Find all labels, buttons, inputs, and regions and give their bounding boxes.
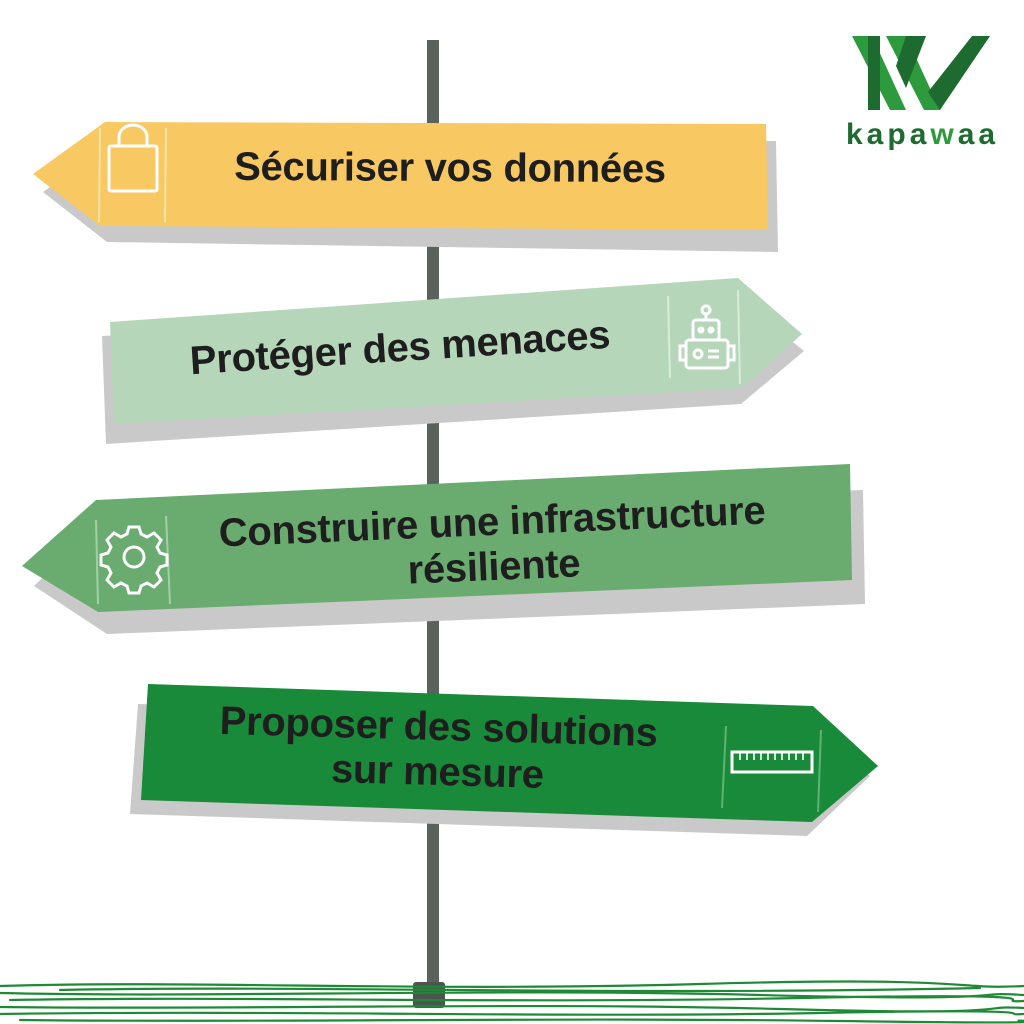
sign-secure-data [33, 122, 778, 252]
sign-text-line: Sécuriser vos données [234, 144, 666, 192]
shopping-bag-icon [107, 123, 159, 193]
gear-icon [99, 525, 169, 595]
sign-build-infrastructure [22, 464, 865, 634]
grass-ground [0, 980, 1024, 1024]
sign-label-secure-data: Sécuriser vos données [180, 145, 720, 193]
pole-base [413, 982, 445, 1008]
logo-text-part: aa [957, 118, 1000, 151]
robot-icon [678, 304, 736, 370]
logo-text-part: kapa [846, 118, 931, 151]
sign-custom-solutions [130, 684, 878, 836]
sign-label-custom-solutions: Proposer des solutions sur mesure [167, 697, 709, 802]
sign-protect-threats [102, 278, 804, 444]
ruler-icon [730, 750, 814, 774]
logo-text-accent: w [930, 118, 958, 151]
kapawaa-logo-text: kapawaa [846, 118, 996, 152]
kapawaa-logo-mark [852, 36, 990, 110]
